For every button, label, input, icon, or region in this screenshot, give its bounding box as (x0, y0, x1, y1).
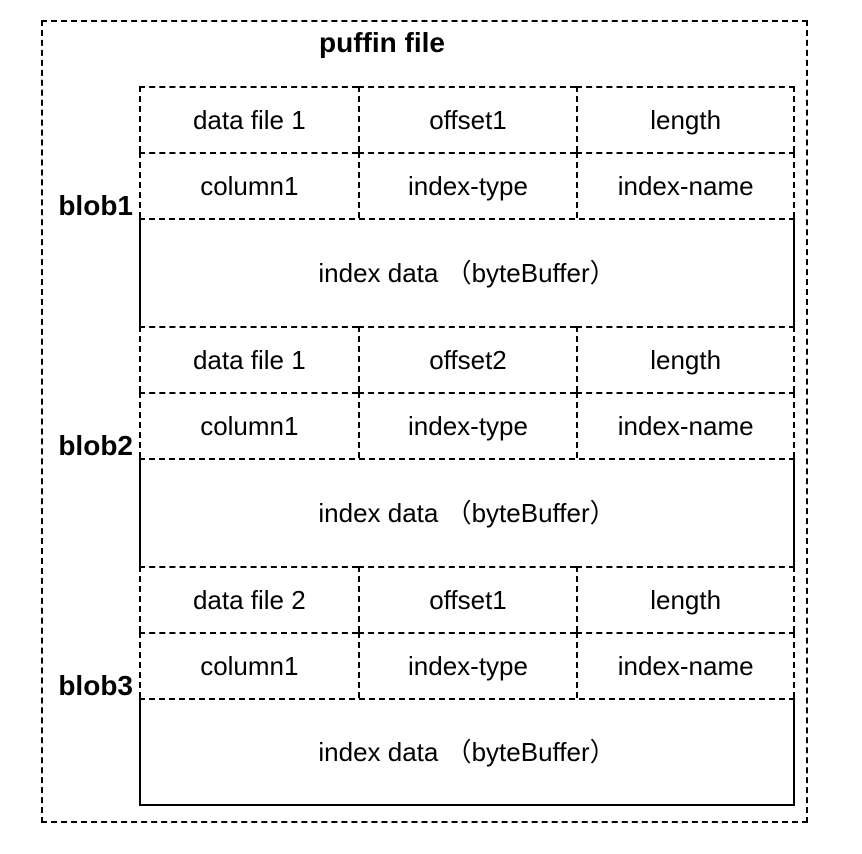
cell-offset: offset1 (357, 86, 577, 152)
cell-index-name: index-name (576, 632, 795, 698)
puffin-file-border (41, 20, 808, 823)
cell-index-data: index data （byteBuffer） (139, 458, 795, 566)
cell-length: length (576, 86, 795, 152)
cell-data-file: data file 1 (139, 86, 358, 152)
cell-index-data: index data （byteBuffer） (139, 698, 795, 806)
blob-table: data file 1 offset1 length column1 index… (139, 86, 795, 806)
cell-index-type: index-type (357, 632, 577, 698)
cell-index-data: index data （byteBuffer） (139, 218, 795, 326)
blob3-section: data file 2 offset1 length column1 index… (139, 566, 795, 806)
cell-column: column1 (139, 152, 358, 218)
cell-data-file: data file 1 (139, 326, 358, 392)
cell-length: length (576, 326, 795, 392)
cell-index-name: index-name (576, 392, 795, 458)
cell-column: column1 (139, 632, 358, 698)
cell-length: length (576, 566, 795, 632)
cell-data-file: data file 2 (139, 566, 358, 632)
cell-offset: offset1 (357, 566, 577, 632)
cell-offset: offset2 (357, 326, 577, 392)
blob2-section: data file 1 offset2 length column1 index… (139, 326, 795, 566)
cell-index-name: index-name (576, 152, 795, 218)
cell-index-type: index-type (357, 152, 577, 218)
blob3-label: blob3 (58, 670, 133, 701)
cell-column: column1 (139, 392, 358, 458)
blob1-label: blob1 (58, 190, 133, 221)
diagram-title: puffin file (319, 27, 445, 58)
cell-index-type: index-type (357, 392, 577, 458)
blob2-label: blob2 (58, 430, 133, 461)
blob1-section: data file 1 offset1 length column1 index… (139, 86, 795, 326)
